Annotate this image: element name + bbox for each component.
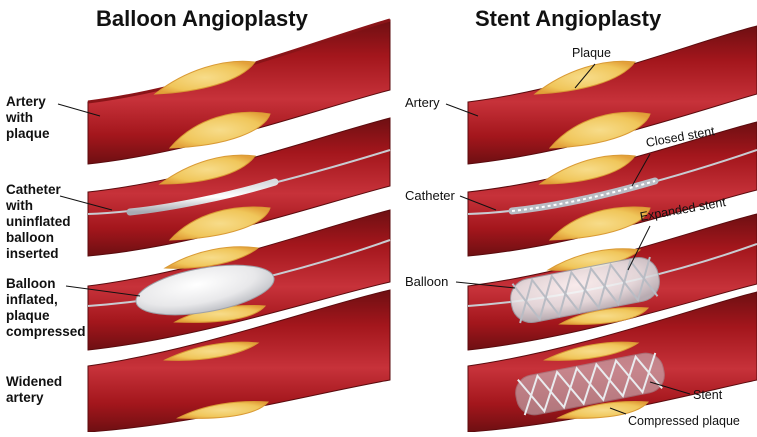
callout-plaque: Plaque: [572, 46, 611, 60]
step-label-artery: Artery: [405, 95, 440, 110]
step-label-widened-artery: Widened artery: [6, 374, 62, 406]
step-label-balloon: Balloon: [405, 274, 448, 289]
step-label-catheter: Catheter: [405, 188, 455, 203]
step-label-catheter-uninflated-balloon: Catheter with uninflated balloon inserte…: [6, 182, 71, 262]
step-label-balloon-inflated: Balloon inflated, plaque compressed: [6, 276, 86, 340]
callout-stent: Stent: [693, 388, 722, 402]
stent-angioplasty-title: Stent Angioplasty: [475, 6, 661, 32]
step-label-artery-with-plaque: Artery with plaque: [6, 94, 50, 142]
callout-compressed-plaque: Compressed plaque: [628, 414, 740, 428]
balloon-angioplasty-title: Balloon Angioplasty: [96, 6, 308, 32]
